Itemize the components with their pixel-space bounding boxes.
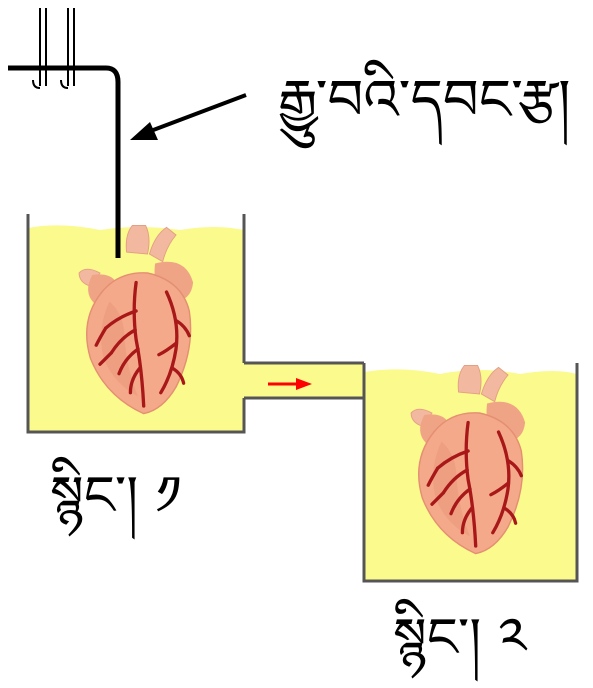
heart-2-label: སྙིང་། ༢ xyxy=(393,606,527,669)
connecting-tube xyxy=(244,361,364,400)
heart-1-label: སྙིང་། ༡ xyxy=(50,464,182,527)
flow-arrow-icon xyxy=(268,378,312,390)
pointer-arrow-icon xyxy=(130,93,247,140)
electrode-wire xyxy=(8,8,121,258)
electrode-label: རྒྱུ་བའི་དབང་རྩ། xyxy=(278,68,571,133)
